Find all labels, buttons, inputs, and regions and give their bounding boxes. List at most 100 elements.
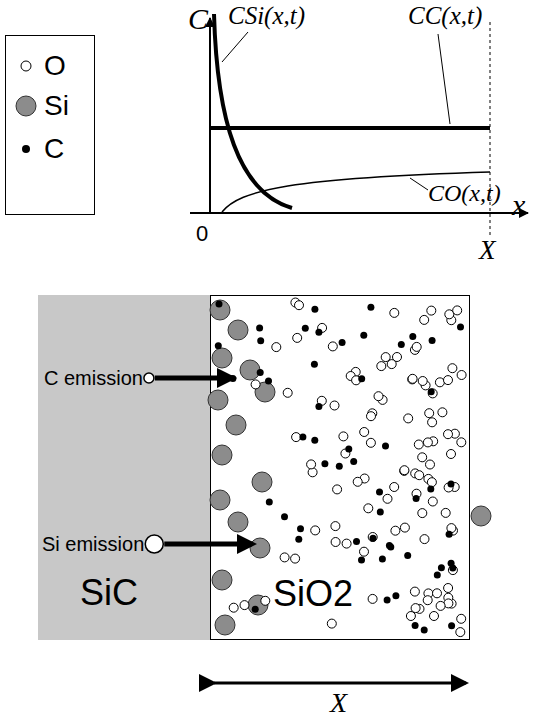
carbon-atom bbox=[448, 480, 455, 487]
oxygen-atom bbox=[330, 401, 339, 410]
silicon-atom bbox=[210, 490, 230, 510]
legend-text: O bbox=[44, 50, 66, 82]
carbon-atom bbox=[358, 557, 365, 564]
emission-label: C emission bbox=[44, 367, 143, 389]
carbon-atom bbox=[360, 332, 367, 339]
oxygen-atom bbox=[428, 418, 437, 427]
dimension-arrow bbox=[214, 682, 466, 685]
axis-label: C bbox=[188, 2, 208, 35]
curve-label: CO(x,t) bbox=[428, 180, 501, 206]
carbon-atom bbox=[339, 339, 346, 346]
oxygen-atom bbox=[426, 460, 435, 469]
carbon-atom bbox=[392, 592, 399, 599]
oxygen-atom bbox=[457, 614, 466, 623]
carbon-atom bbox=[379, 556, 386, 563]
emission-arrow bbox=[164, 542, 252, 547]
carbon-atom bbox=[315, 403, 322, 410]
silicon-atom bbox=[212, 570, 232, 590]
oxygen-atom bbox=[438, 408, 447, 417]
carbon-atom bbox=[398, 341, 405, 348]
oxygen-atom bbox=[383, 494, 392, 503]
oxygen-atom bbox=[428, 497, 437, 506]
oxygen-atom bbox=[420, 315, 429, 324]
oxygen-atom bbox=[342, 539, 351, 548]
axis-label: x bbox=[512, 188, 525, 221]
carbon-atom bbox=[409, 333, 416, 340]
carbon-atom bbox=[257, 369, 264, 376]
oxygen-atom bbox=[240, 601, 249, 610]
oxygen-atom bbox=[430, 612, 439, 621]
oxygen-atom bbox=[331, 538, 340, 547]
oxygen-atom bbox=[406, 612, 415, 621]
carbon-atom bbox=[358, 375, 365, 382]
x-axis bbox=[190, 212, 528, 214]
carbon-atom bbox=[311, 437, 318, 444]
oxygen-atom bbox=[377, 362, 386, 371]
carbon-atom bbox=[421, 627, 428, 634]
oxygen-atom bbox=[229, 603, 238, 612]
oxygen-atom bbox=[353, 477, 362, 486]
oxygen-atom bbox=[374, 392, 383, 401]
oxygen-atom bbox=[368, 594, 377, 603]
region-label: SiO2 bbox=[273, 574, 353, 614]
oxygen-atom bbox=[390, 483, 399, 492]
oxygen-atom bbox=[390, 308, 399, 317]
carbon-atom bbox=[457, 324, 464, 331]
legend-symbol bbox=[14, 137, 38, 161]
oxygen-atom bbox=[368, 533, 377, 542]
oxygen-atom bbox=[331, 522, 340, 531]
oxygen-atom bbox=[292, 433, 301, 442]
leader-line bbox=[438, 34, 450, 124]
oxygen-atom bbox=[444, 584, 453, 593]
silicon-atom bbox=[252, 472, 272, 492]
oxygen-atom bbox=[441, 508, 450, 517]
oxygen-atom bbox=[360, 547, 369, 556]
leader-line bbox=[222, 32, 248, 62]
silicon-atom bbox=[212, 348, 232, 368]
carbon-atom bbox=[413, 495, 420, 502]
oxygen-atom bbox=[457, 438, 466, 447]
emission-arrow bbox=[155, 376, 232, 381]
oxygen-atom bbox=[400, 523, 409, 532]
oxygen-atom bbox=[328, 342, 337, 351]
oxygen-atom bbox=[435, 378, 444, 387]
silicon-atom bbox=[212, 445, 232, 465]
oxygen-atom bbox=[412, 342, 421, 351]
silicon-atom bbox=[210, 300, 230, 320]
carbon-atom bbox=[434, 571, 441, 578]
oxygen-atom bbox=[423, 596, 432, 605]
oxygen-atom bbox=[447, 450, 456, 459]
carbon-atom bbox=[384, 597, 391, 604]
carbon-atom bbox=[386, 542, 393, 549]
leader-line bbox=[410, 178, 428, 190]
carbon-atom bbox=[345, 446, 352, 453]
legend-symbol bbox=[14, 54, 38, 78]
silicon-emission-dot bbox=[145, 535, 163, 553]
oxygen-atom bbox=[408, 374, 417, 383]
carbon-atom bbox=[448, 560, 455, 567]
silicon-atom bbox=[228, 512, 248, 532]
oxygen-atom bbox=[433, 589, 442, 598]
carbon-emission-dot bbox=[144, 373, 154, 383]
oxygen-atom bbox=[453, 306, 462, 315]
oxygen-atom bbox=[251, 380, 260, 389]
oxygen-atom bbox=[423, 438, 432, 447]
carbon-atom bbox=[315, 329, 322, 336]
carbon-atom bbox=[297, 525, 304, 532]
silicon-curve bbox=[214, 14, 292, 208]
carbon-atom bbox=[216, 301, 223, 308]
emission-label: Si emission bbox=[42, 533, 144, 555]
carbon-atom bbox=[252, 606, 259, 613]
carbon-atom bbox=[376, 489, 383, 496]
oxygen-atom bbox=[311, 526, 320, 535]
oxygen-atom bbox=[404, 414, 413, 423]
oxygen-atom bbox=[428, 389, 437, 398]
carbon-atom bbox=[427, 486, 434, 493]
silicon-atom bbox=[240, 360, 260, 380]
region-label: SiC bbox=[80, 573, 138, 613]
silicon-atom bbox=[250, 538, 270, 558]
carbon-atom bbox=[281, 513, 288, 520]
oxygen-atom bbox=[418, 377, 427, 386]
oxygen-atom bbox=[418, 509, 427, 518]
oxygen-atom bbox=[400, 466, 409, 475]
